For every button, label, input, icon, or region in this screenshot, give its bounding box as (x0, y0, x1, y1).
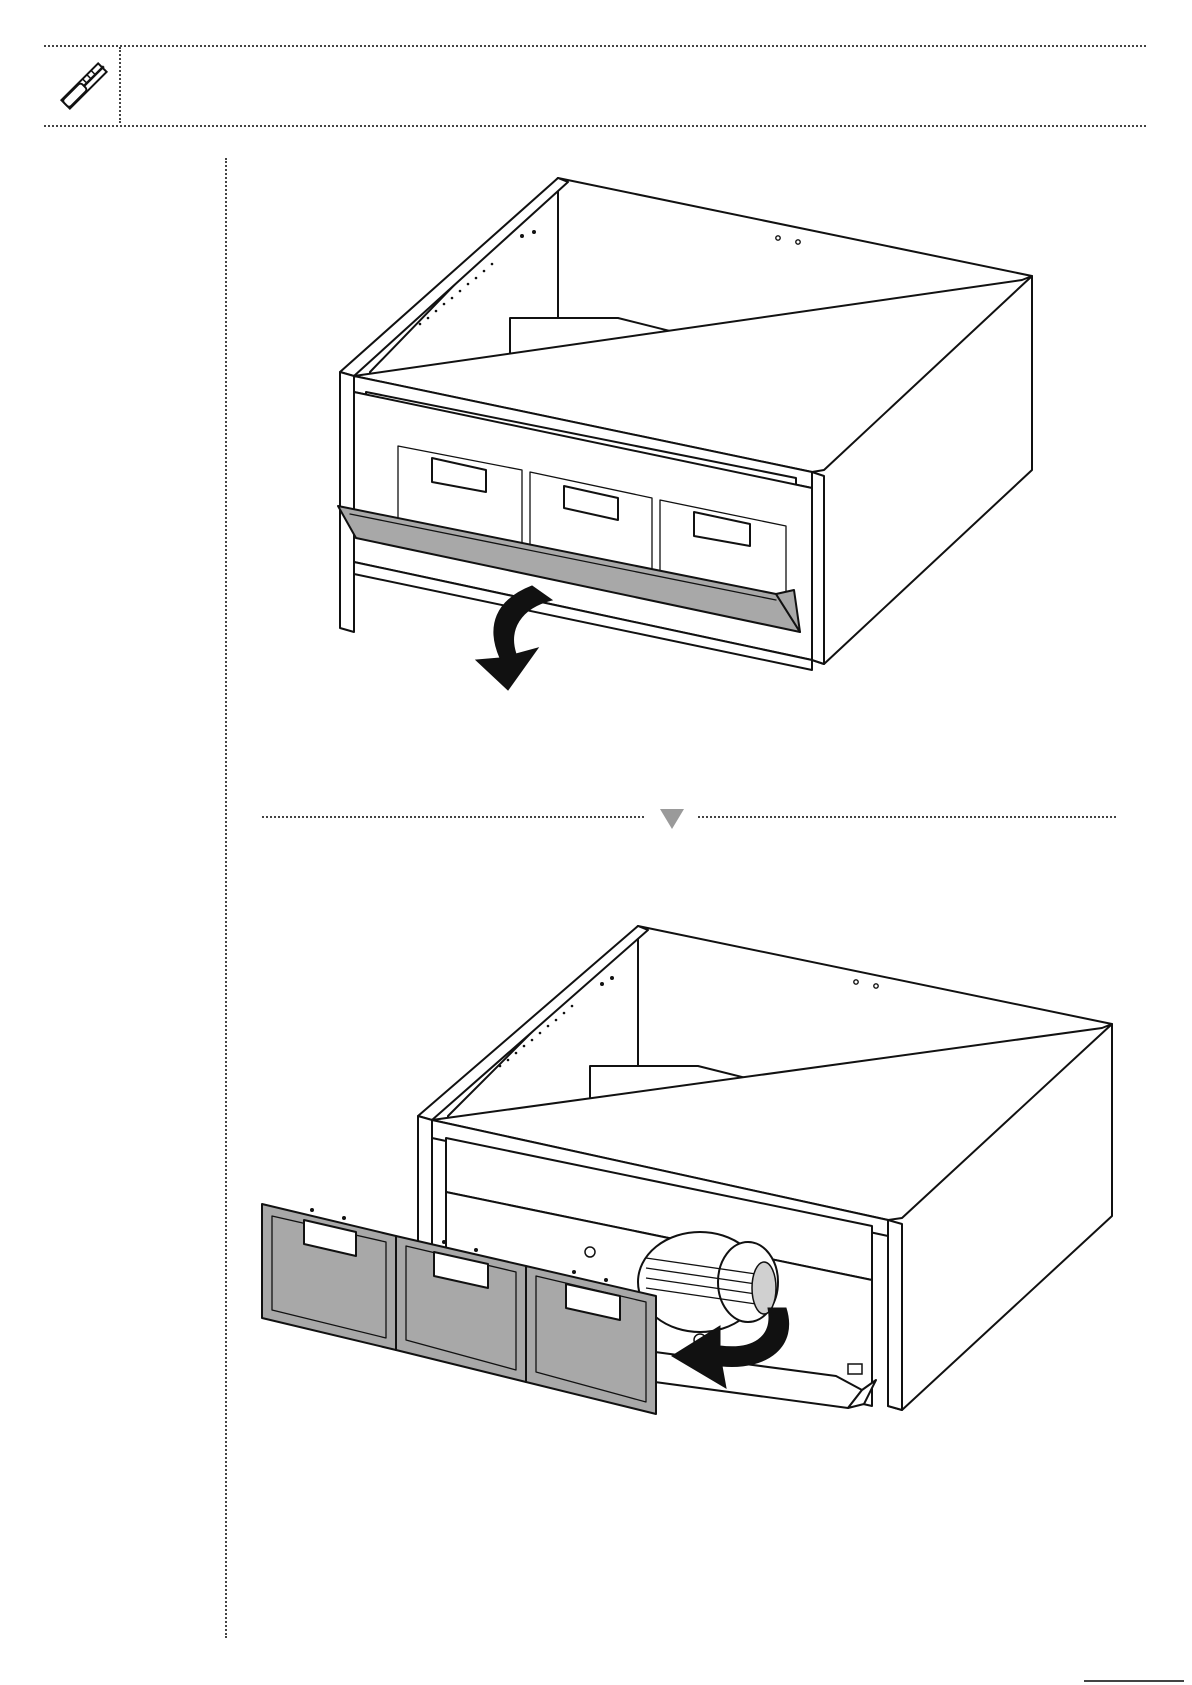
divider-right (698, 816, 1116, 818)
down-triangle-icon (659, 808, 685, 830)
footer-rule (1084, 1680, 1184, 1682)
step-1-illustration (0, 0, 1192, 720)
divider-left (262, 816, 644, 818)
step-2-illustration (0, 880, 1192, 1440)
